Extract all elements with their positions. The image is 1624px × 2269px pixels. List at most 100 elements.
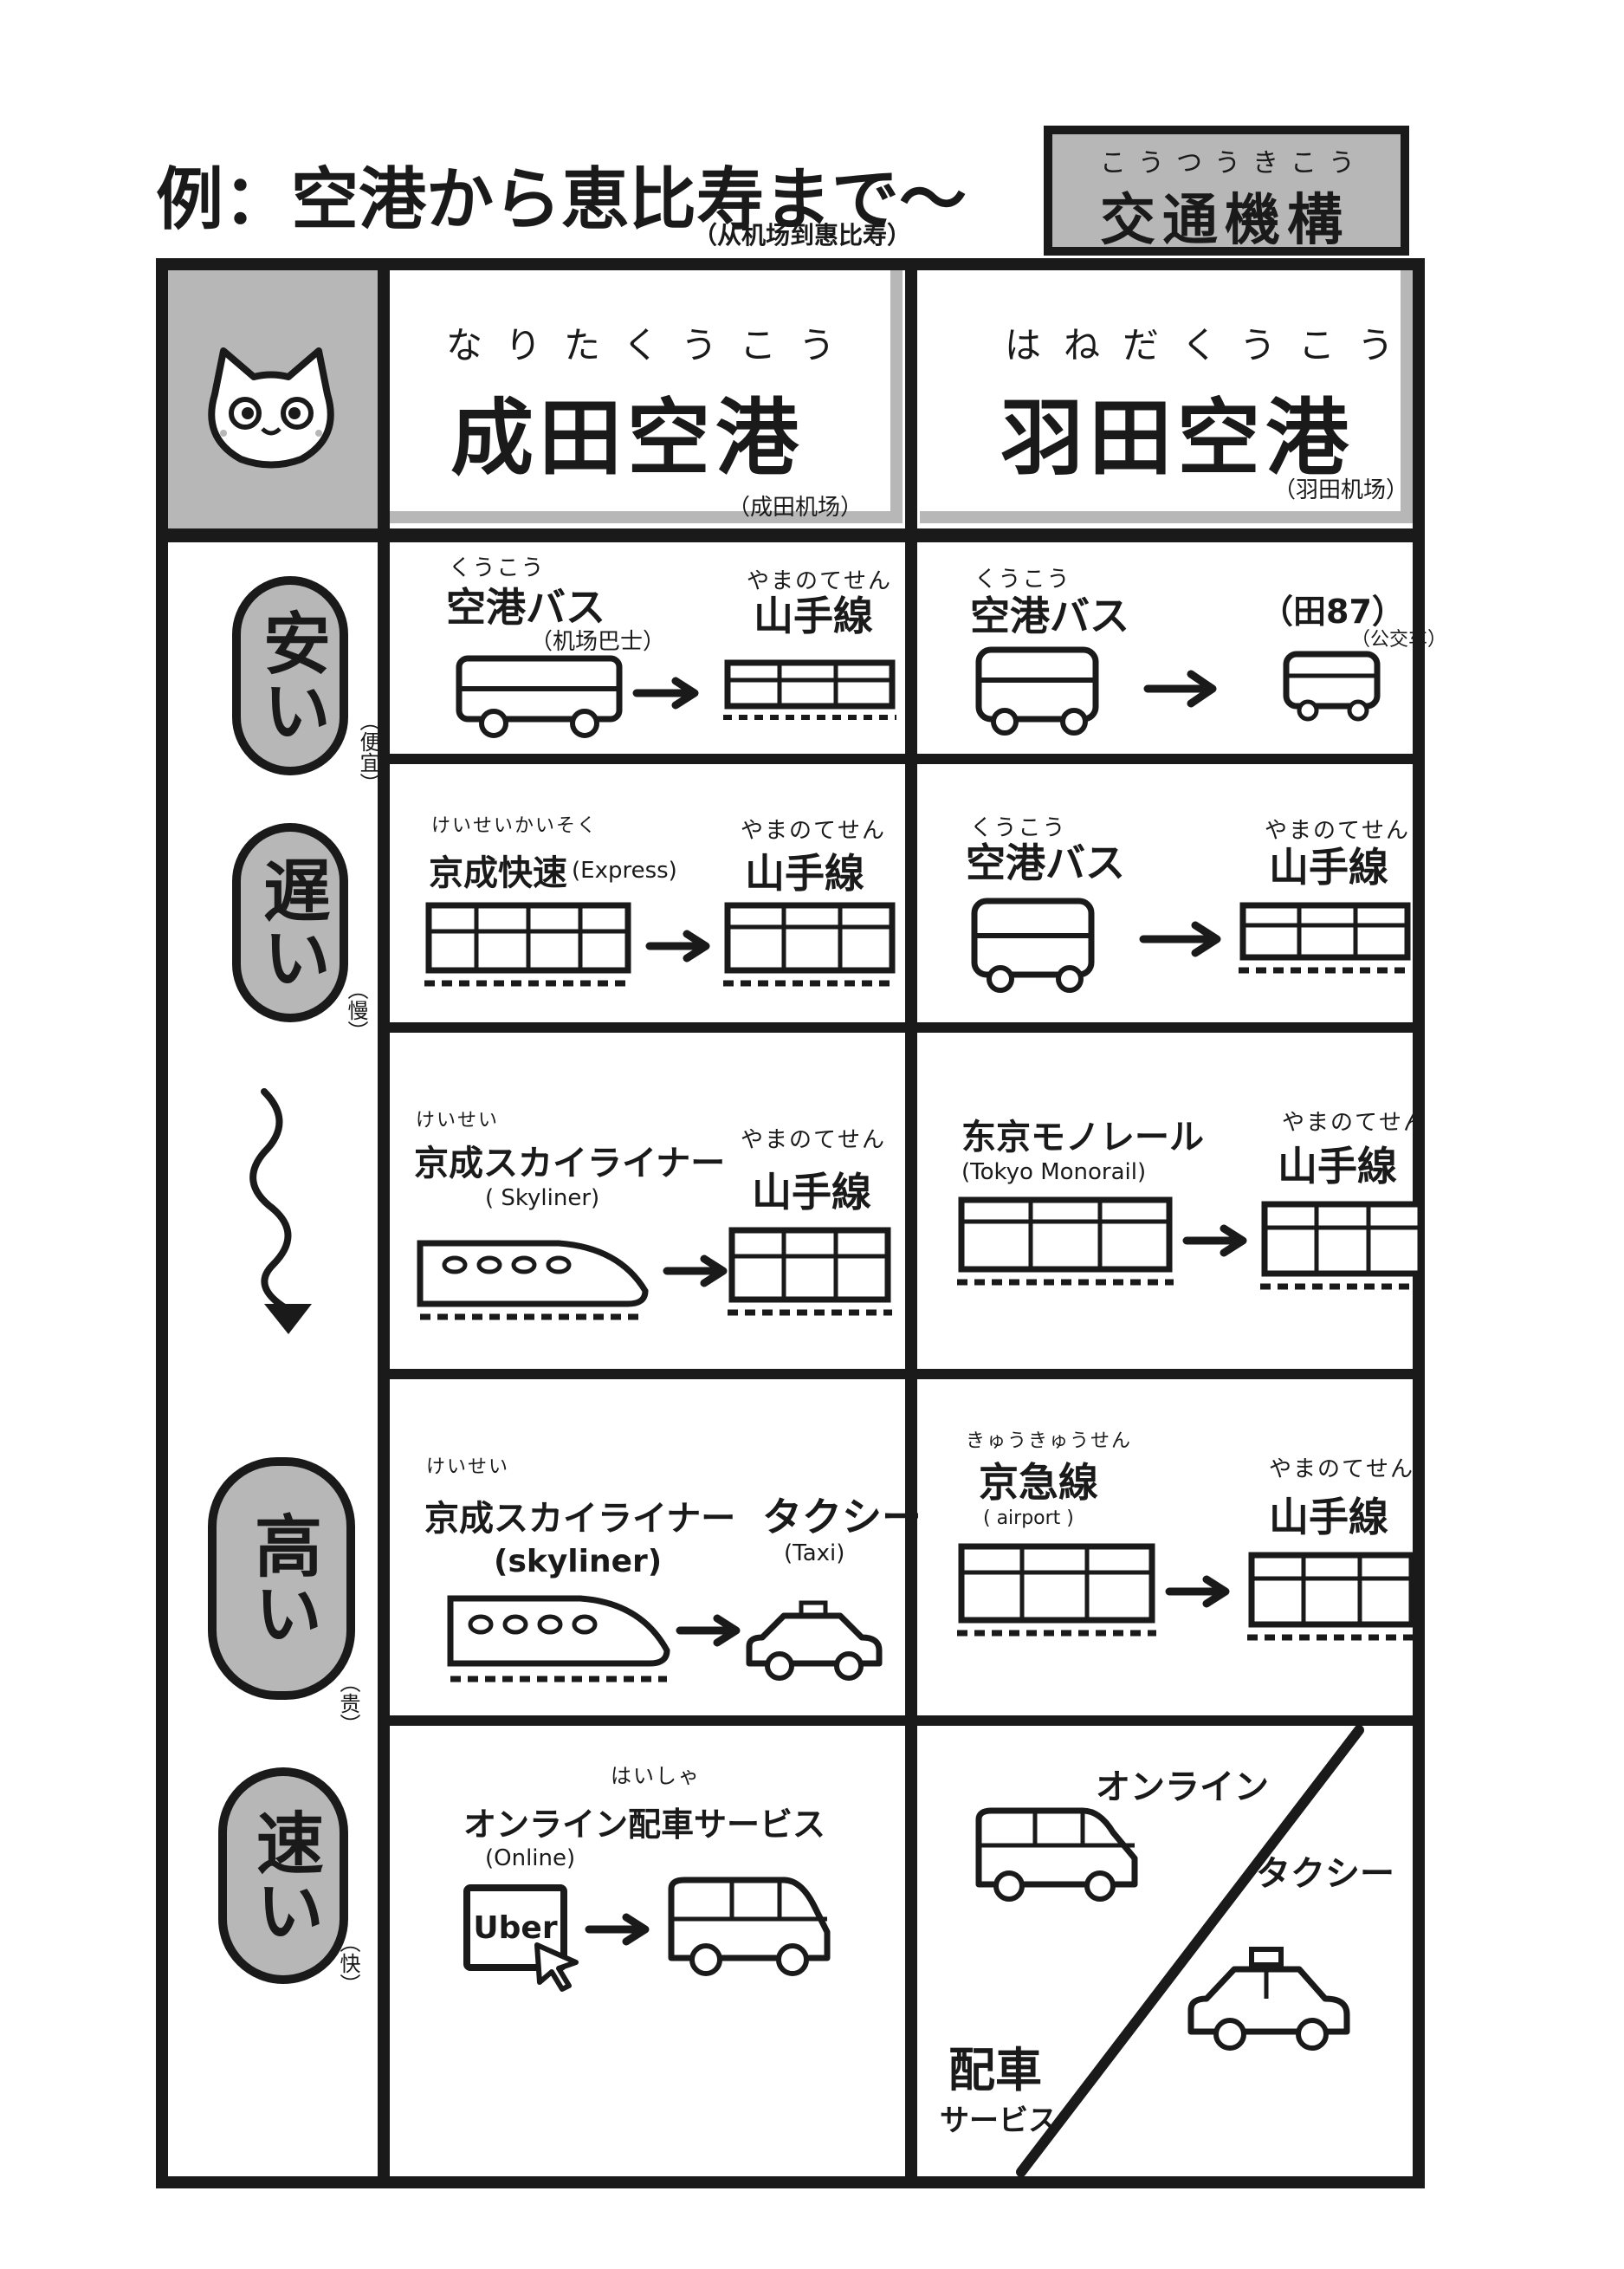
train-icon [723, 659, 896, 720]
cat-face-icon [208, 347, 334, 469]
r4-haneda-from: 京急線 [979, 1459, 1098, 1506]
r4-narita-from-ruby: けいせい [426, 1456, 510, 1478]
divider-row-4 [378, 1715, 1413, 1726]
r2-haneda-from-ruby: くうこう [970, 815, 1067, 841]
arrow-icon [645, 930, 710, 963]
r1-haneda-to-note: （公交车） [1351, 629, 1447, 651]
fast-note: （快） [336, 1932, 360, 1994]
divider-row-1 [378, 754, 1413, 764]
bullet-train-icon [417, 1240, 649, 1320]
org-ruby: こうつうきこう [1100, 148, 1367, 178]
r5-haneda-haisha: 配車 [948, 2043, 1042, 2097]
train-icon [723, 902, 896, 987]
r1-haneda-to: （田87） [1260, 593, 1405, 631]
r3-haneda-from: 东京モノレール [961, 1118, 1204, 1157]
r4-haneda-to-ruby: やまのてせん [1269, 1456, 1415, 1482]
narita-header-cell [390, 270, 903, 523]
arrow-icon [1139, 921, 1221, 957]
r4-narita-to-en: (Taxi) [784, 1540, 845, 1566]
r3-narita-to-ruby: やまのてせん [741, 1127, 887, 1153]
pill-cheap: 安い [232, 576, 348, 775]
r5-service-ruby: はいしゃ [611, 1764, 701, 1788]
taxi-icon [746, 1600, 883, 1681]
monorail-icon [957, 1196, 1174, 1286]
arrow-icon [585, 1913, 650, 1946]
pill-fast-label: 速い [244, 1808, 323, 1943]
haneda-name: 羽田空港 [1000, 390, 1354, 487]
arrow-icon [676, 1614, 741, 1647]
haneda-ruby: はねだくうこう [1005, 324, 1417, 366]
r2-haneda-from: 空港バス [966, 840, 1125, 886]
r5-haneda-online: オンライン [1096, 1767, 1269, 1807]
van-icon [668, 1877, 831, 1976]
cheap-note: （便宜） [356, 710, 380, 794]
train-icon [1260, 1201, 1425, 1290]
r3-narita-from-ruby: けいせい [416, 1110, 500, 1131]
r3-narita-from: 京成スカイライナー [414, 1144, 726, 1183]
r2-narita-from: 京成快速 [429, 853, 567, 893]
diagonal-divider [1016, 1725, 1364, 2177]
train-icon [1247, 1552, 1416, 1641]
haneda-header-cell [920, 270, 1413, 523]
van-icon [975, 1807, 1138, 1902]
arrow-icon [663, 1254, 728, 1287]
r2-narita-from-ruby: けいせいかいそく [431, 815, 598, 837]
r2-narita-from-en: (Express) [572, 858, 677, 884]
narita-note: （成田机场） [728, 495, 864, 521]
small-bus-icon [1283, 651, 1381, 722]
pill-slow-label: 遅い [251, 855, 330, 990]
r4-narita-to: タクシー [762, 1494, 922, 1540]
train-icon [424, 902, 632, 987]
org-name: 交通機構 [1100, 189, 1349, 253]
r5-haneda-service: サービス [940, 2104, 1058, 2138]
divider-row-3 [378, 1369, 1413, 1379]
bullet-train-icon [447, 1595, 670, 1682]
r4-narita-from: 京成スカイライナー [424, 1499, 736, 1539]
r2-narita-to-ruby: やまのてせん [741, 818, 887, 844]
r1-narita-from-ruby: くうこう [449, 555, 546, 581]
r2-haneda-to: 山手線 [1269, 844, 1388, 891]
train-icon [728, 1227, 892, 1316]
pill-fast: 速い [218, 1767, 348, 1984]
uber-logo-text: Uber [473, 1909, 558, 1946]
narita-ruby: なりたくうこう [446, 324, 858, 366]
r4-haneda-to: 山手線 [1269, 1494, 1388, 1540]
taxi-icon [1187, 1947, 1350, 2051]
r5-service: オンライン配車サービス [463, 1805, 826, 1844]
r1-haneda-from-ruby: くうこう [974, 567, 1071, 593]
bus-icon [975, 646, 1099, 736]
r3-narita-from-en: ( Skyliner) [485, 1185, 600, 1211]
expensive-note: （贵） [336, 1672, 360, 1734]
r1-narita-to: 山手線 [754, 593, 873, 639]
bus-icon [971, 898, 1095, 993]
r5-haneda-taxi: タクシー [1256, 1854, 1394, 1894]
divider-header [168, 528, 1413, 542]
pill-slow: 遅い [232, 823, 348, 1022]
r1-narita-from: 空港バス [446, 584, 605, 631]
cursor-icon [534, 1942, 579, 1992]
slow-note: （慢） [344, 979, 368, 1041]
wavy-arrow-icon [249, 1088, 312, 1334]
arrow-icon [1182, 1224, 1247, 1257]
pill-expensive: 高い [208, 1457, 355, 1700]
org-badge: こうつうきこう 交通機構 [1044, 126, 1409, 256]
r3-haneda-from-en: (Tokyo Monorail) [961, 1159, 1147, 1185]
r4-haneda-from-en: ( airport ) [983, 1507, 1074, 1529]
r2-narita-to: 山手線 [745, 850, 864, 897]
r3-narita-to: 山手線 [752, 1169, 871, 1216]
bus-icon [456, 655, 623, 738]
arrow-icon [1165, 1575, 1230, 1608]
divider-row-2 [378, 1022, 1413, 1033]
comparison-table [156, 258, 1425, 2188]
r4-narita-from-en: (skyliner) [494, 1544, 663, 1579]
page-subtitle: （从机场到惠比寿） [693, 221, 912, 250]
haneda-note: （羽田机场） [1273, 477, 1409, 503]
pill-expensive-label: 高い [243, 1511, 321, 1646]
narita-name: 成田空港 [450, 390, 804, 487]
r4-haneda-from-ruby: きゅうきゅうせん [966, 1430, 1133, 1452]
r1-narita-to-ruby: やまのてせん [747, 568, 893, 594]
r5-service-en: (Online) [485, 1845, 576, 1871]
divider-left [378, 270, 390, 2176]
page-title: 例：空港から恵比寿まで〜 [156, 161, 967, 239]
r1-haneda-from: 空港バス [970, 593, 1129, 639]
